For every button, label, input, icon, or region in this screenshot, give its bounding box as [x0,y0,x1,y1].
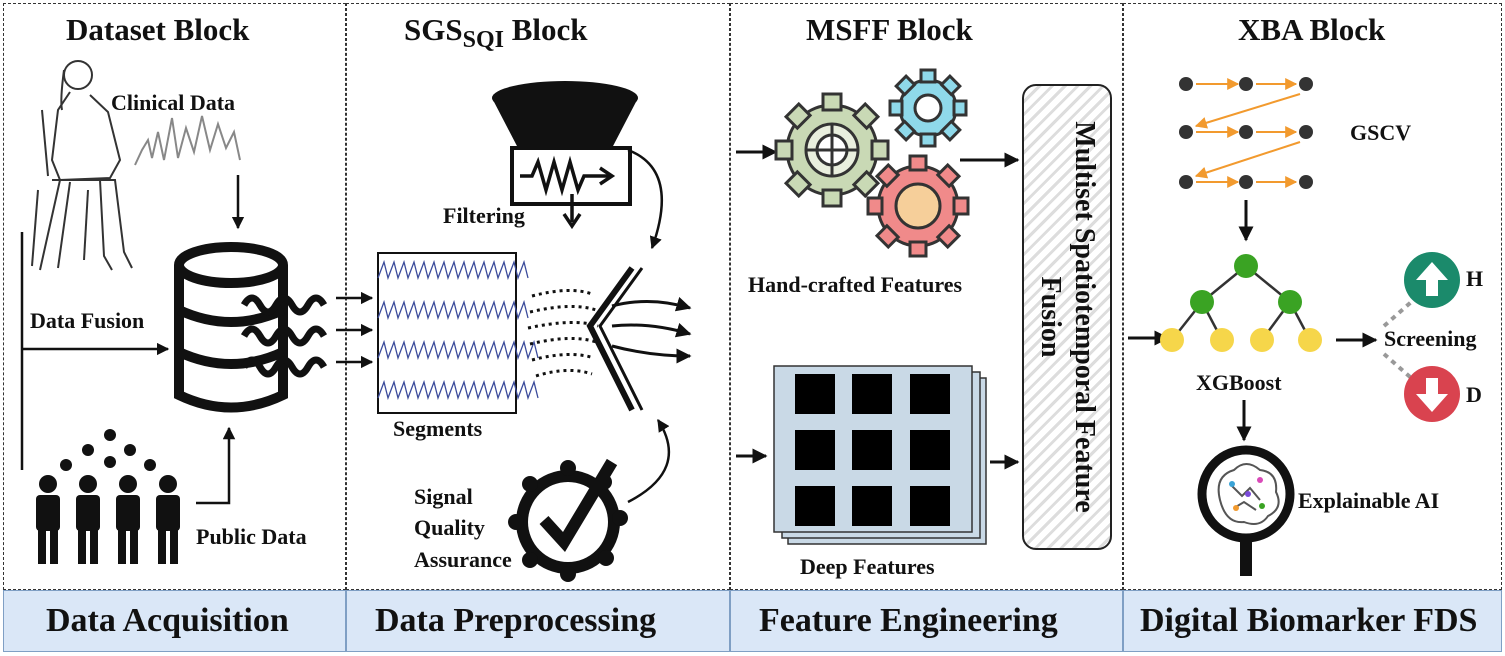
msff-connectors [736,144,1020,470]
footer-data-preprocessing: Data Preprocessing [346,590,730,652]
gscv-grid-icon [1179,77,1313,189]
footer-digital-biomarker: Digital Biomarker FDS [1123,590,1502,652]
footer-label: Data Acquisition [46,602,289,639]
msff-block-title: MSFF Block [806,12,973,47]
database-icon [174,242,288,413]
resistor-icon [520,155,616,230]
dataset-block-panel [3,3,346,590]
quality-arrow [627,418,671,504]
hand-crafted-features-label: Hand-crafted Features [748,272,963,297]
dataset-connectors [20,175,374,505]
footer-label: Feature Engineering [759,602,1058,639]
screening-dashes [1382,294,1420,386]
xba-block-panel [1123,3,1502,590]
decision-tree-icon [1160,254,1322,352]
up-arrow-icon [1404,252,1460,308]
sgs-title-sub: SQI [462,27,504,54]
person-sitting-icon [31,60,133,271]
waveform-icon [134,115,241,166]
footer-data-acquisition: Data Acquisition [3,590,346,652]
wave-splitter-icon [527,266,692,412]
footer-label: Data Preprocessing [375,602,657,639]
gscv-label: GSCV [1350,120,1412,145]
sgs-block-title: SGSSQI Block [404,12,588,54]
dataset-block-title: Dataset Block [66,12,250,47]
sgs-block-panel [346,3,730,590]
gear-icon [866,154,970,258]
down-arrow-icon [1404,366,1460,422]
signal-segments-icon [377,252,539,414]
gear-icon [774,92,890,208]
screening-label: Screening [1384,326,1477,351]
sqa-label-line3: Assurance [414,547,512,572]
feature-fusion-bar [1022,84,1112,550]
feature-fusion-label: Multiset Spatiotemporal Feature Fusion [1035,121,1100,513]
d-label: D [1466,382,1482,407]
deep-features-label: Deep Features [800,554,935,579]
data-fusion-label: Data Fusion [30,308,145,333]
data-stream-waves [240,294,328,378]
brain-magnifier-icon [1197,445,1295,576]
explainable-ai-label: Explainable AI [1298,488,1440,513]
sgs-title-tail: Block [503,12,588,47]
sgs-title-main: SGS [404,12,463,47]
sqa-label-line1: Signal [414,484,473,509]
quality-badge-icon [508,458,628,582]
feature-grid-icon [773,365,987,545]
gear-icon [888,68,968,148]
filtering-label: Filtering [443,203,525,228]
segments-label: Segments [393,416,483,441]
h-label: H [1466,266,1484,291]
footer-feature-engineering: Feature Engineering [730,590,1123,652]
msff-block-panel [730,3,1123,590]
people-group-icon [36,429,180,564]
sqa-label-line2: Quality [414,515,485,540]
xgboost-label: XGBoost [1196,370,1282,395]
footer-label: Digital Biomarker FDS [1140,602,1478,639]
public-data-label: Public Data [196,524,307,549]
filter-arrow [627,148,664,250]
clinical-data-label: Clinical Data [111,90,236,115]
xba-block-title: XBA Block [1238,12,1386,47]
